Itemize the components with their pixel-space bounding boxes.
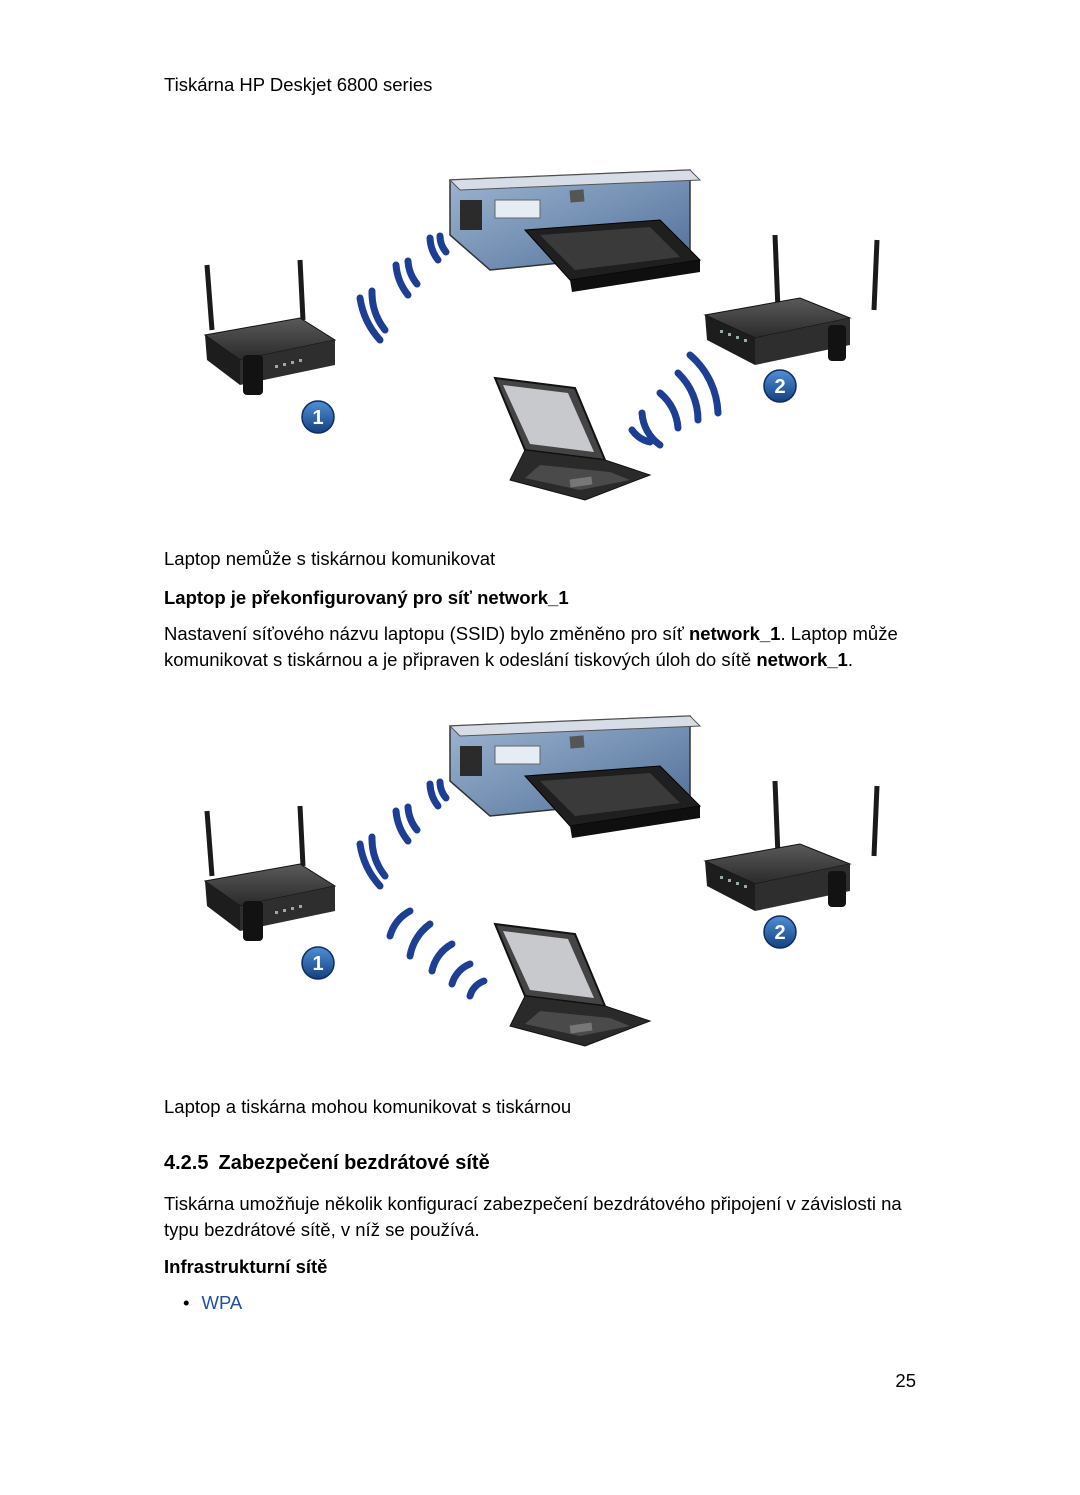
svg-text:2: 2	[774, 922, 785, 944]
paragraph-security-configs: Tiskárna umožňuje několik konfigurací za…	[164, 1193, 902, 1240]
router-2-illustration	[703, 234, 880, 365]
svg-text:1: 1	[312, 953, 323, 975]
badge-2-icon: 2	[763, 369, 797, 403]
wpa-link[interactable]: WPA	[201, 1292, 243, 1313]
printer-illustration	[448, 169, 702, 292]
page-header: Tiskárna HP Deskjet 6800 series	[164, 74, 433, 95]
figure-2-caption: Laptop a tiskárna mohou komunikovat s ti…	[164, 1096, 572, 1117]
network-figure-2: 1 2	[203, 715, 880, 1047]
router-2-illustration	[703, 780, 880, 911]
figure-1-caption: Laptop nemůže s tiskárnou komunikovat	[164, 548, 496, 569]
subheading-infrastructure-networks: Infrastrukturní sítě	[164, 1256, 328, 1277]
wireless-signal-waves	[628, 351, 722, 449]
badge-1-icon: 1	[301, 400, 335, 434]
badge-1-icon: 1	[301, 946, 335, 980]
page-number: 25	[895, 1370, 916, 1391]
wireless-signal-waves	[356, 232, 450, 344]
laptop-illustration	[493, 376, 652, 501]
laptop-illustration	[493, 922, 652, 1047]
svg-text:2: 2	[774, 376, 785, 398]
wireless-signal-waves	[356, 778, 450, 890]
svg-text:1: 1	[312, 407, 323, 429]
subheading-laptop-reconfigured: Laptop je překonfigurovaný pro síť netwo…	[164, 587, 569, 608]
list-item: • WPA	[183, 1290, 242, 1316]
badge-2-icon: 2	[763, 915, 797, 949]
router-1-illustration	[203, 805, 337, 941]
router-1-illustration	[203, 259, 337, 395]
wireless-signal-waves	[386, 907, 488, 1000]
network-figure-1: 1 2	[203, 169, 880, 501]
bullet-marker: •	[183, 1292, 190, 1313]
printer-illustration	[448, 715, 702, 838]
paragraph-ssid-changed: Nastavení síťového názvu laptopu (SSID) …	[164, 623, 898, 670]
